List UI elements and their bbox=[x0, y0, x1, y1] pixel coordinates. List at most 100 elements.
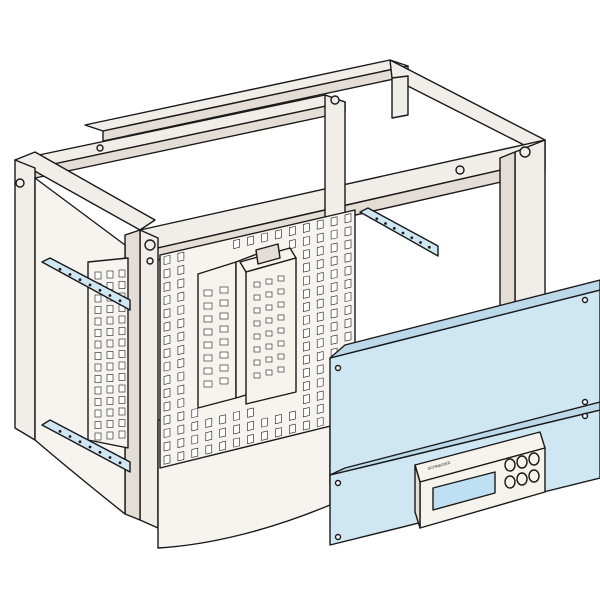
plate-slot bbox=[316, 219, 324, 230]
rail-hole bbox=[88, 445, 92, 449]
plate-slot bbox=[302, 407, 310, 418]
rail-hole bbox=[108, 294, 112, 297]
plate-slot bbox=[302, 328, 310, 339]
plate-slot bbox=[191, 407, 199, 419]
plate-slot bbox=[177, 318, 185, 329]
plate-slot bbox=[330, 321, 338, 332]
plate-slot bbox=[288, 410, 296, 421]
plate-slot bbox=[94, 386, 102, 395]
terminal-port bbox=[277, 301, 285, 308]
plate-slot bbox=[302, 249, 310, 260]
terminal-port bbox=[265, 278, 273, 285]
plate-slot bbox=[94, 271, 102, 280]
plate-slot bbox=[177, 437, 185, 448]
plate-slot bbox=[219, 427, 226, 438]
plate-slot bbox=[163, 294, 171, 306]
plate-slot bbox=[163, 268, 171, 279]
plate-slot bbox=[205, 444, 213, 455]
plate-slot bbox=[163, 321, 171, 332]
plate-slot bbox=[330, 295, 338, 306]
terminal-port bbox=[253, 294, 261, 301]
terminal-port bbox=[277, 288, 285, 295]
plate-slot bbox=[247, 407, 254, 418]
rail-hole bbox=[68, 273, 72, 276]
plate-slot bbox=[288, 226, 296, 237]
terminal-port bbox=[219, 351, 229, 359]
module-terminal-ports bbox=[203, 275, 285, 388]
terminal-port bbox=[219, 325, 229, 333]
rail-hole bbox=[410, 236, 414, 240]
plate-slot bbox=[344, 213, 352, 224]
plate-slot bbox=[316, 364, 324, 375]
plate-slot bbox=[106, 270, 114, 279]
plate-slot bbox=[330, 242, 338, 253]
plate-slot bbox=[118, 281, 126, 289]
rail-hole bbox=[78, 440, 82, 444]
plate-slot bbox=[94, 340, 102, 349]
plate-slot bbox=[118, 396, 126, 404]
rail-hole bbox=[375, 217, 379, 221]
plate-slot bbox=[177, 424, 185, 435]
plate-slot bbox=[177, 371, 185, 382]
terminal-port bbox=[253, 307, 261, 314]
plate-slot bbox=[261, 430, 268, 441]
terminal-port bbox=[203, 315, 213, 323]
plate-slot bbox=[94, 421, 102, 429]
plate-slot bbox=[302, 314, 310, 326]
plate-slot bbox=[106, 328, 114, 336]
plate-slot bbox=[94, 317, 102, 326]
plate-slot bbox=[330, 255, 338, 266]
plate-slot bbox=[233, 437, 240, 448]
plate-slot bbox=[302, 288, 310, 299]
plate-slot bbox=[177, 265, 185, 276]
plate-slot bbox=[106, 305, 114, 313]
rail-hole bbox=[68, 435, 72, 438]
plate-slot bbox=[316, 245, 324, 256]
side-rails bbox=[41, 207, 439, 473]
plate-slot bbox=[177, 251, 185, 262]
plate-slot bbox=[94, 306, 102, 314]
plate-slot bbox=[233, 238, 240, 249]
plate-slot bbox=[344, 226, 352, 237]
rail-hole bbox=[118, 299, 122, 303]
rail-holes bbox=[58, 217, 431, 465]
plate-slot bbox=[118, 373, 126, 381]
plate-slot bbox=[177, 291, 185, 302]
plate-slot bbox=[316, 311, 324, 322]
terminal-port bbox=[253, 359, 261, 366]
plate-slot bbox=[106, 431, 114, 440]
plate-slot bbox=[219, 440, 226, 451]
plate-slot bbox=[191, 434, 199, 445]
plate-slot bbox=[177, 358, 185, 369]
plate-slot bbox=[94, 432, 102, 441]
plate-slot bbox=[302, 394, 310, 405]
terminal-port bbox=[265, 369, 273, 376]
plate-slot bbox=[302, 341, 310, 352]
rail-hole bbox=[78, 278, 82, 282]
plate-slot bbox=[163, 374, 171, 385]
plate-slot bbox=[316, 285, 324, 296]
terminal-port bbox=[203, 302, 213, 310]
plate-slot bbox=[302, 367, 310, 378]
plate-slot bbox=[177, 344, 185, 355]
plate-slot bbox=[247, 235, 254, 246]
plate-slot bbox=[163, 414, 171, 425]
terminal-port bbox=[253, 346, 261, 353]
terminal-port bbox=[203, 289, 213, 297]
plate-slot bbox=[118, 338, 126, 347]
terminal-port bbox=[219, 299, 229, 307]
plate-slot bbox=[163, 334, 171, 345]
plate-slot bbox=[191, 421, 199, 432]
keypad-buttons bbox=[504, 452, 540, 489]
terminal-port bbox=[203, 328, 213, 336]
plate-slot bbox=[177, 397, 185, 409]
plate-slot bbox=[106, 351, 114, 359]
terminal-port bbox=[277, 340, 285, 347]
plate-slot bbox=[344, 252, 352, 263]
rail-hole bbox=[98, 288, 102, 292]
plate-slot bbox=[94, 294, 102, 303]
plate-slot bbox=[177, 278, 185, 289]
plate-slot bbox=[191, 447, 199, 458]
